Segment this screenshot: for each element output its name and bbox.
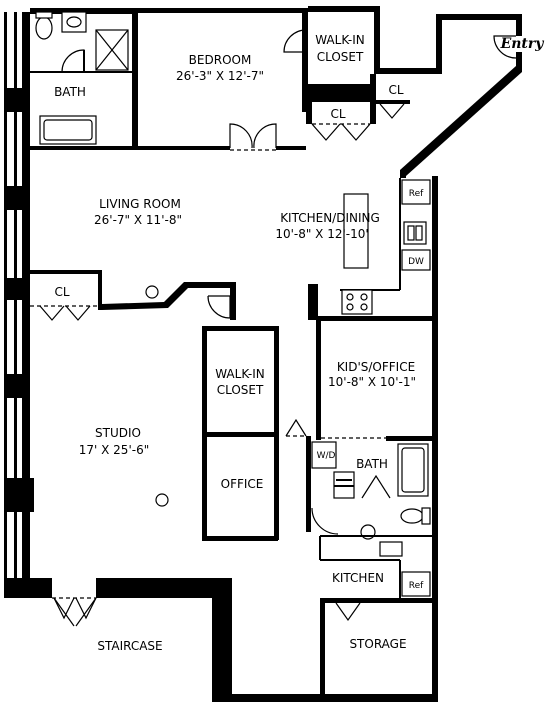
diagonal-east-wall [400,66,522,176]
kids-office-dims: 10'-8" X 10'-1" [328,375,416,389]
bath-1-label: BATH [54,85,86,99]
office: OFFICE [221,477,264,491]
bedroom-label: BEDROOM [189,53,252,67]
toilet-icon [400,508,424,524]
refrigerator-icon [401,571,431,597]
refrigerator-icon [401,179,431,205]
cl-1-label: CL [330,107,345,121]
studio: STUDIO 17' X 25'-6" [79,426,169,507]
stove-icon [341,289,373,315]
office-label: OFFICE [221,477,264,491]
closet-cl-3: CL [30,270,102,321]
ref-1-label: Ref [409,189,424,199]
closet-cl-2: CL [376,83,410,119]
walkin-closet-2-label-2: CLOSET [217,383,264,397]
ref-2-label: Ref [409,581,424,591]
kitchen-2-label: KITCHEN [332,571,384,585]
north-walls [30,6,522,148]
walkin-closet-1-label-2: CLOSET [317,50,364,64]
cl-2-label: CL [388,83,403,97]
column-icon [155,493,169,507]
bath-2-label: BATH [356,457,388,471]
staircase-label: STAIRCASE [97,639,162,653]
bedroom-dims: 26'-3" X 12'-7" [176,69,264,83]
kitchen-dining-label: KITCHEN/DINING [280,211,380,225]
studio-label: STUDIO [95,426,141,440]
kids-office-label: KID'S/OFFICE [337,360,415,374]
cl-3-label: CL [54,285,69,299]
west-facade-wall [4,12,52,598]
studio-dims: 17' X 25'-6" [79,443,149,457]
dishwasher-icon [401,249,431,271]
staircase: STAIRCASE [97,639,162,653]
entry-label: Entry [500,36,545,52]
kitchen-2: Ref KITCHEN [319,535,432,598]
kids-office: KID'S/OFFICE 10'-8" X 10'-1" [308,284,438,441]
storage: STORAGE [320,598,438,702]
living-studio-partition [102,282,236,310]
kitchen-dining-dims: 10'-8" X 12'-10' [275,227,368,241]
sink-icon [379,541,403,557]
living-room: LIVING ROOM 26'-7" X 11'-8" [94,197,182,299]
sink-icon [403,221,427,245]
toilet-icon [35,16,53,40]
living-room-label: LIVING ROOM [99,197,181,211]
kitchen-dining: Ref DW KITCHEN/DINING 10'-8" X 12'-10' [275,178,431,315]
walkin-closet-2-label: WALK-IN [215,367,265,381]
kitchen-island [343,193,369,269]
wd-label: W/D [317,451,336,461]
column-icon [145,285,159,299]
bedroom: BEDROOM 26'-3" X 12'-7" [138,53,306,151]
closet-cl-1: CL [306,74,376,141]
dw-label: DW [408,257,424,267]
bath-2: W/D BATH [306,436,431,540]
walkin-closet-1-label: WALK-IN [315,33,365,47]
south-walls [30,578,438,702]
walkin-closet-2: WALK-IN CLOSET [202,326,279,541]
living-room-dims: 26'-7" X 11'-8" [94,213,182,227]
storage-label: STORAGE [349,637,406,651]
washer-dryer-icon [311,441,337,469]
bath-1: BATH [30,11,138,150]
entry: Entry [493,35,545,59]
walkin-closet-1: WALK-IN CLOSET [283,29,365,64]
